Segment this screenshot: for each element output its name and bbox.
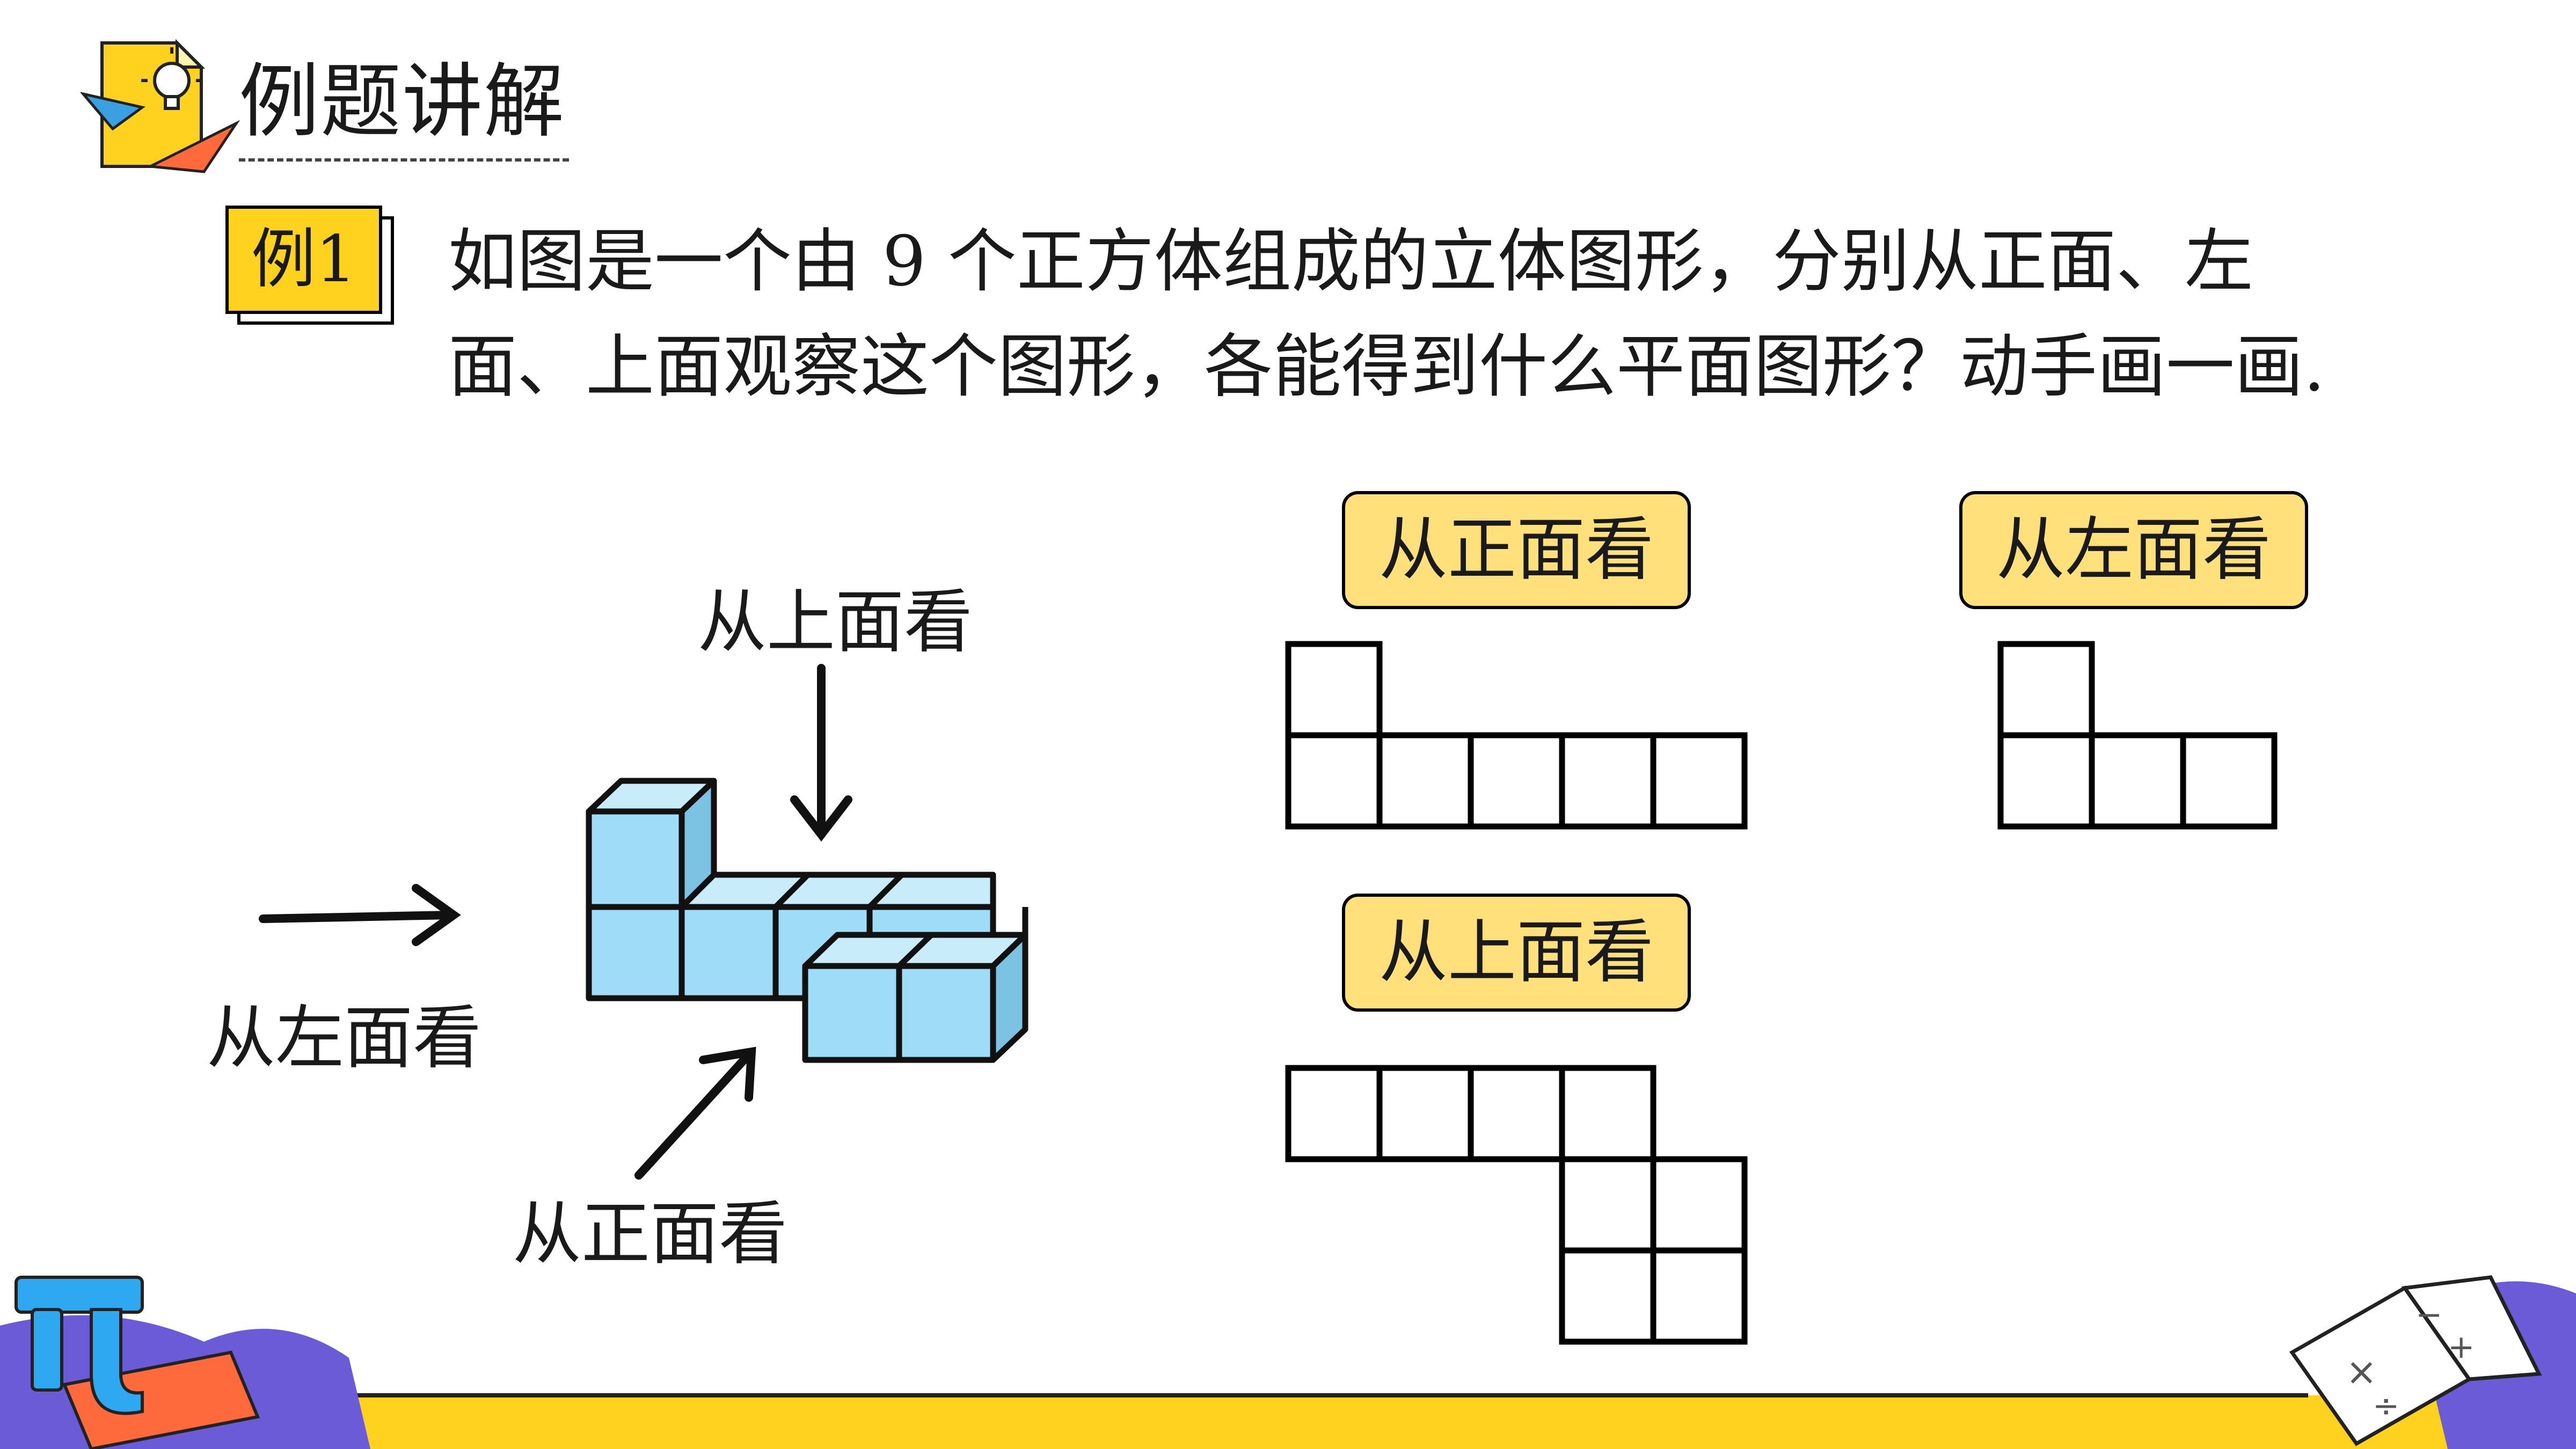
pi-icon — [14, 1276, 144, 1415]
arrow-from-top — [790, 664, 852, 842]
svg-text:÷: ÷ — [2373, 1387, 2399, 1425]
front-view-label: 从正面看 — [1342, 491, 1691, 609]
title-underline — [239, 158, 569, 162]
top-view-grid — [1285, 1065, 1748, 1345]
left-view-label: 从左面看 — [1959, 491, 2308, 609]
lightbulb-document-icon — [81, 39, 240, 173]
front-view-grid — [1285, 641, 1748, 830]
cube-figure — [586, 778, 1028, 1063]
svg-text:−: − — [2416, 1296, 2442, 1334]
svg-text:+: + — [2448, 1328, 2475, 1366]
open-book-icon: × ÷ − + — [2289, 1275, 2542, 1446]
bottom-decoration: × ÷ − + — [0, 1275, 2576, 1449]
example-badge: 例1 — [225, 206, 382, 314]
label-from-top: 从上面看 — [698, 582, 973, 662]
label-from-front: 从正面看 — [513, 1194, 788, 1274]
label-from-left: 从左面看 — [207, 998, 482, 1078]
svg-text:×: × — [2346, 1350, 2377, 1394]
problem-text: 如图是一个由 9 个正方体组成的立体图形，分别从正面、左面、上面观察这个图形，各… — [448, 222, 2325, 407]
arrow-from-front — [634, 1046, 756, 1180]
left-view-grid — [1997, 641, 2278, 830]
arrow-from-left — [259, 884, 461, 946]
top-view-label: 从上面看 — [1342, 894, 1691, 1012]
paper-plane-icon — [81, 92, 145, 131]
page-title: 例题讲解 — [239, 55, 566, 149]
